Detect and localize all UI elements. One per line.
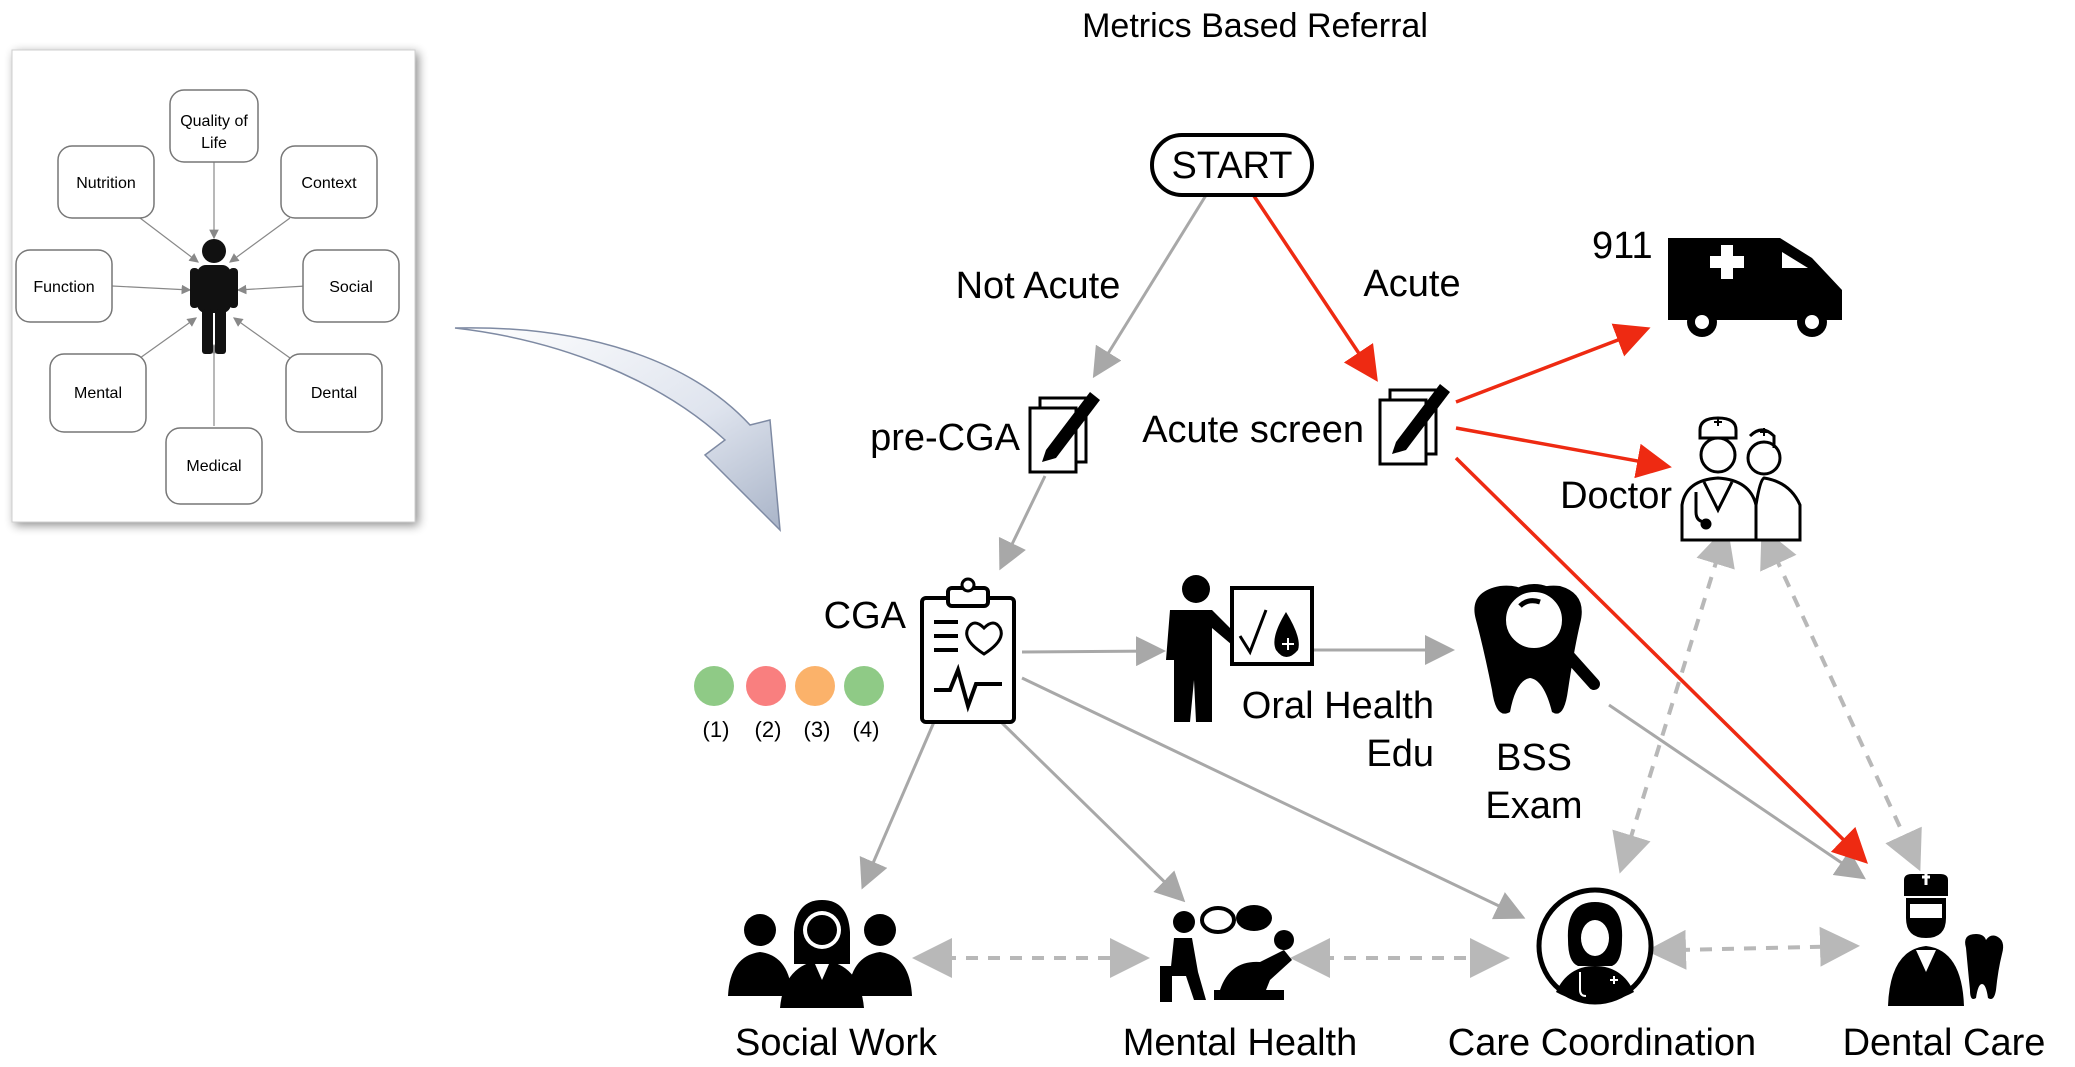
- transition-arrow-icon: [454, 327, 781, 532]
- social-work-node: Social Work: [728, 900, 938, 1064]
- svg-text:BSS: BSS: [1496, 737, 1572, 779]
- svg-text:Quality of: Quality of: [180, 113, 248, 130]
- domain-medical: Medical: [165, 427, 263, 505]
- metric-indicator-4: [844, 666, 884, 706]
- metrics-indicators: (1) (2) (3) (4): [694, 666, 884, 742]
- domain-function: Function: [15, 249, 113, 323]
- dentist-icon: [1888, 874, 2004, 1006]
- svg-text:Dental: Dental: [311, 385, 357, 402]
- pencil-paper-icon: [1028, 392, 1100, 474]
- domain-dental: Dental: [285, 353, 383, 433]
- svg-text:Social: Social: [329, 279, 373, 296]
- svg-text:Context: Context: [301, 175, 357, 192]
- svg-text:Care Coordination: Care Coordination: [1448, 1022, 1756, 1064]
- svg-text:Function: Function: [33, 279, 94, 296]
- ambulance-icon: [1668, 238, 1842, 337]
- dental-care-node: Dental Care: [1843, 874, 2046, 1064]
- svg-text:Exam: Exam: [1485, 785, 1582, 827]
- domain-mental: Mental: [49, 353, 147, 433]
- referral-connections: [859, 191, 1922, 978]
- svg-text:911: 911: [1592, 225, 1653, 267]
- metric-indicator-1: [694, 666, 734, 706]
- acute-screen-node: Acute screen: [1142, 384, 1450, 466]
- metric-label-2: (2): [755, 717, 782, 742]
- metric-indicator-3: [795, 666, 835, 706]
- metric-indicator-2: [746, 666, 786, 706]
- clipboard-icon: [920, 577, 1016, 724]
- emergency-node: 911: [1592, 225, 1842, 337]
- nurse-coordinator-icon: [1536, 887, 1654, 1005]
- domain-connectors: [111, 160, 307, 426]
- metric-label-4: (4): [853, 717, 880, 742]
- svg-text:Doctor: Doctor: [1560, 475, 1672, 517]
- domain-social: Social: [302, 249, 400, 323]
- care-coordination-node: Care Coordination: [1448, 887, 1756, 1064]
- metric-label-1: (1): [703, 717, 730, 742]
- domain-nutrition: Nutrition: [57, 145, 155, 219]
- group-people-icon: [728, 900, 912, 1008]
- svg-text:Mental: Mental: [74, 385, 122, 402]
- metric-label-3: (3): [804, 717, 831, 742]
- doctor-nurse-icon: [1680, 416, 1802, 542]
- svg-text:Oral Health: Oral Health: [1242, 685, 1434, 727]
- cga-node: CGA: [824, 577, 1016, 724]
- domain-quality-of-life: Quality of Life: [169, 89, 259, 163]
- svg-text:Acute screen: Acute screen: [1142, 409, 1364, 451]
- oral-health-edu-node: Oral Health Edu: [1166, 575, 1434, 775]
- svg-text:pre-CGA: pre-CGA: [870, 417, 1021, 459]
- pencil-paper-icon: [1378, 384, 1450, 466]
- start-node: START: [1150, 133, 1314, 197]
- svg-text:Edu: Edu: [1366, 733, 1434, 775]
- domains-panel: Quality of Life Nutrition Context Functi…: [11, 49, 416, 523]
- domain-context: Context: [280, 145, 378, 219]
- doctor-node: Doctor: [1560, 416, 1802, 542]
- svg-text:Mental Health: Mental Health: [1123, 1022, 1357, 1064]
- therapy-session-icon: [1160, 905, 1294, 1002]
- diagram-title: Metrics Based Referral: [1082, 7, 1428, 45]
- teacher-board-icon: [1166, 575, 1314, 722]
- mental-health-node: Mental Health: [1123, 905, 1357, 1064]
- svg-text:Life: Life: [201, 135, 227, 152]
- bss-exam-node: BSS Exam: [1474, 584, 1600, 827]
- person-icon: [190, 239, 238, 354]
- svg-text:Medical: Medical: [186, 458, 241, 475]
- svg-text:CGA: CGA: [824, 595, 907, 637]
- acute-label: Acute: [1363, 263, 1460, 305]
- tooth-magnifier-icon: [1474, 584, 1600, 714]
- svg-text:Dental Care: Dental Care: [1843, 1022, 2046, 1064]
- not-acute-label: Not Acute: [956, 265, 1121, 307]
- pre-cga-node: pre-CGA: [870, 392, 1100, 474]
- svg-text:Nutrition: Nutrition: [76, 175, 136, 192]
- svg-text:Social Work: Social Work: [735, 1022, 938, 1064]
- svg-text:START: START: [1171, 145, 1292, 187]
